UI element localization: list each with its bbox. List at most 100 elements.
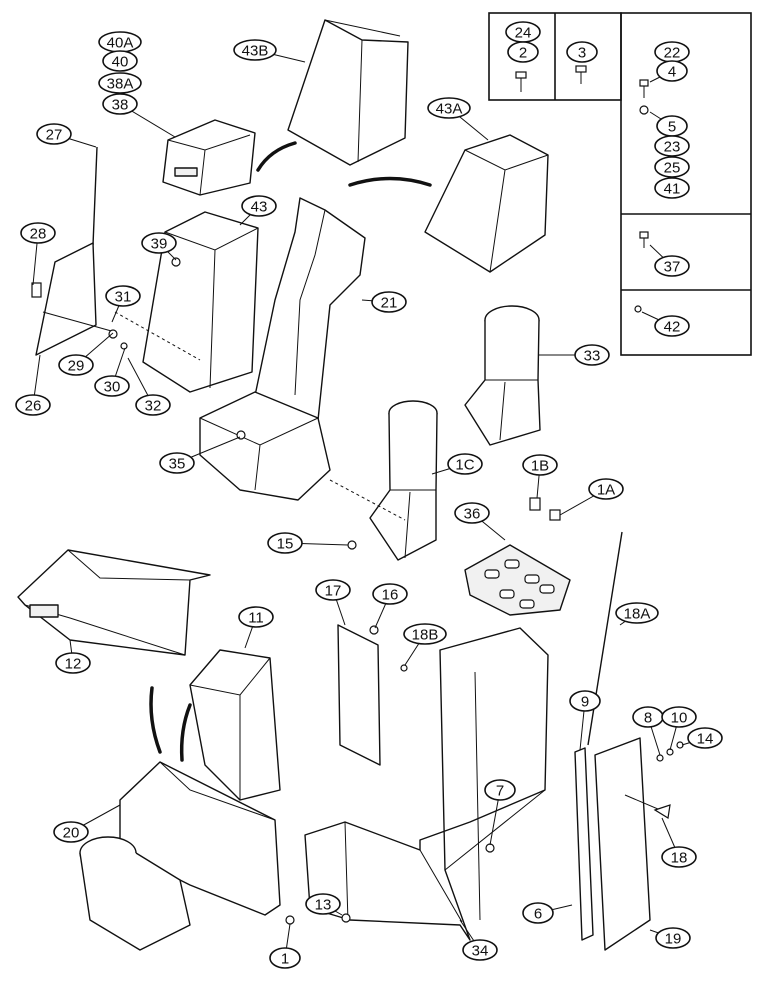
callout-label: 39 [151, 236, 168, 253]
callout-9: 9 [569, 690, 601, 712]
callout-18: 18 [661, 846, 697, 868]
part-38-hood [162, 119, 256, 196]
callout-bubble [141, 232, 177, 254]
callout-bubble [15, 394, 51, 416]
callout-18b: 18B [403, 623, 447, 645]
callout-label: 25 [664, 160, 681, 177]
callout-bubble [102, 93, 138, 115]
callout-label: 38A [107, 76, 134, 93]
callout-bubble [447, 453, 483, 475]
callout-label: 38 [112, 97, 129, 114]
callout-label: 12 [65, 656, 82, 673]
callout-bubble [661, 846, 697, 868]
callout-bubble [102, 50, 138, 72]
bolt-icon [639, 231, 649, 248]
callout-bubble [566, 41, 598, 63]
callout-label: 9 [581, 694, 589, 711]
callout-label: 16 [382, 587, 399, 604]
callout-bubble [462, 939, 498, 961]
bolt-icon [575, 65, 587, 84]
hardware-legend [488, 12, 752, 356]
callout-label: 19 [665, 931, 682, 948]
callout-label: 5 [668, 119, 676, 136]
callout-18a: 18A [615, 602, 659, 624]
callout-bubble [569, 690, 601, 712]
callout-bubble [661, 706, 697, 728]
callout-label: 18A [624, 606, 651, 623]
callout-label: 4 [668, 64, 676, 81]
callout-label: 20 [63, 825, 80, 842]
part-33-upper-spout [464, 305, 541, 446]
callout-22: 22 [654, 41, 690, 63]
callout-27: 27 [36, 123, 72, 145]
callout-label: 18 [671, 850, 688, 867]
callout-label: 35 [169, 456, 186, 473]
callout-label: 18B [412, 627, 439, 644]
callout-42: 42 [654, 315, 690, 337]
callout-label: 1 [281, 951, 289, 968]
callout-bubble [615, 602, 659, 624]
callout-label: 42 [664, 319, 681, 336]
part-1b-bolt [549, 509, 561, 521]
motion-arc [179, 703, 192, 762]
callout-bubble [655, 927, 691, 949]
callout-38a: 38A [98, 72, 142, 94]
callout-25: 25 [654, 156, 690, 178]
callout-label: 3 [578, 45, 586, 62]
callout-10: 10 [661, 706, 697, 728]
callout-label: 33 [584, 348, 601, 365]
callout-1b: 1B [522, 454, 558, 476]
callout-38: 38 [102, 93, 138, 115]
callout-bubble [427, 97, 471, 119]
callout-32: 32 [135, 394, 171, 416]
callout-label: 23 [664, 139, 681, 156]
callout-43: 43 [241, 195, 277, 217]
callout-34: 34 [462, 939, 498, 961]
callout-label: 30 [104, 379, 121, 396]
callout-5: 5 [656, 115, 688, 137]
callout-label: 15 [277, 536, 294, 553]
callout-label: 17 [325, 583, 342, 600]
callout-12: 12 [55, 652, 91, 674]
callout-3: 3 [566, 41, 598, 63]
callout-2: 2 [507, 41, 539, 63]
callout-bubble [98, 72, 142, 94]
callout-label: 24 [515, 25, 532, 42]
callout-bubble [371, 291, 407, 313]
callout-6: 6 [522, 902, 554, 924]
callout-label: 10 [671, 710, 688, 727]
callout-20: 20 [53, 821, 89, 843]
callout-label: 6 [534, 906, 542, 923]
callout-1c: 1C [447, 453, 483, 475]
callout-label: 40 [112, 54, 129, 71]
motion-arc [149, 686, 162, 754]
callout-28: 28 [20, 222, 56, 244]
callout-1a: 1A [588, 478, 624, 500]
part-11-rod [587, 531, 623, 746]
callout-11: 11 [238, 606, 274, 628]
callout-label: 36 [464, 506, 481, 523]
callout-label: 1C [455, 457, 474, 474]
callout-bubble [241, 195, 277, 217]
part-43-chute [142, 211, 259, 393]
callout-label: 14 [697, 731, 714, 748]
callout-bubble [687, 727, 723, 749]
part-12-strip [574, 747, 594, 941]
callout-bubble [36, 123, 72, 145]
part-27-rod [92, 146, 98, 246]
callout-40a: 40A [98, 31, 142, 53]
part-43b-chute [287, 19, 409, 166]
callout-bubble [403, 623, 447, 645]
callout-37: 37 [654, 255, 690, 277]
part-20-bolt [341, 913, 351, 923]
callout-label: 40A [107, 35, 134, 52]
callout-bubble [315, 579, 351, 601]
callout-19: 19 [655, 927, 691, 949]
callout-39: 39 [141, 232, 177, 254]
callout-label: 43 [251, 199, 268, 216]
callout-bubble [159, 452, 195, 474]
callout-label: 29 [68, 358, 85, 375]
callout-bubble [522, 454, 558, 476]
callout-26: 26 [15, 394, 51, 416]
callout-bubble [135, 394, 171, 416]
